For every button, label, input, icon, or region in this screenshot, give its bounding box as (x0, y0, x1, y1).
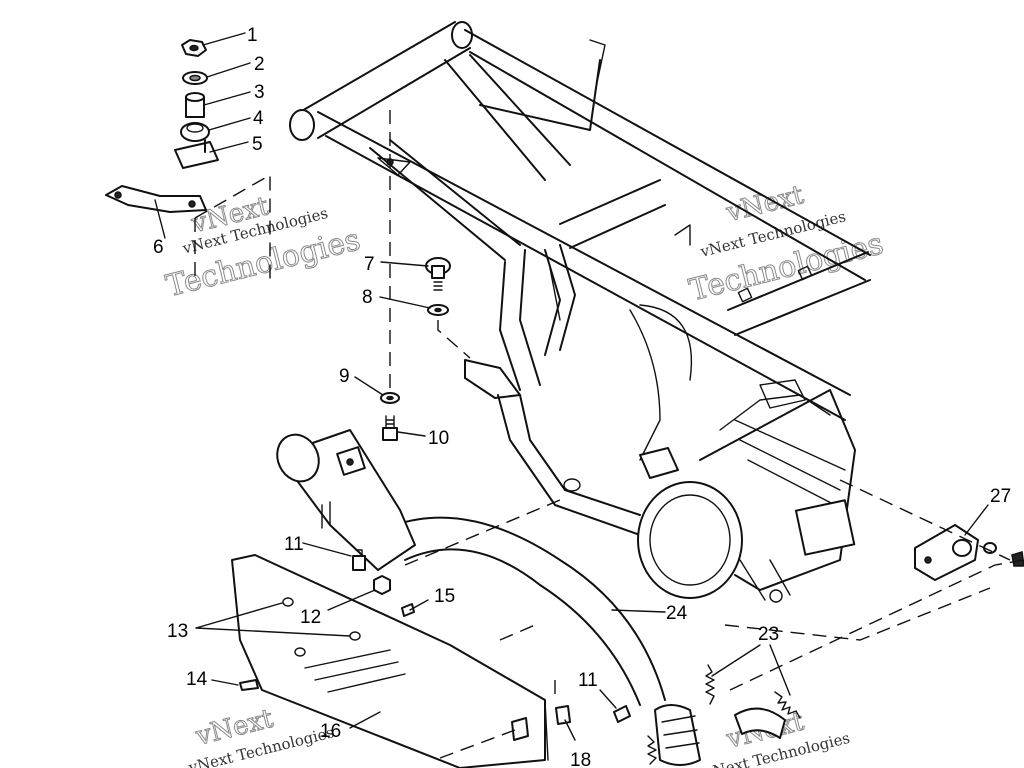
callout-7: 7 (364, 254, 375, 275)
pipe-end-coupler (654, 704, 701, 766)
callout-4: 4 (253, 108, 264, 129)
shield-hole (294, 647, 306, 657)
callout-11: 11 (284, 534, 304, 555)
callout-14: 14 (186, 669, 208, 690)
callout-1: 1 (247, 25, 258, 46)
exhaust-pipe (394, 516, 701, 766)
callout-13: 13 (167, 621, 188, 642)
watermark-top-left: vNext vNext Technologies Technologies (162, 191, 364, 305)
exhaust-springs (647, 664, 801, 765)
callout-11-lower: 11 (578, 670, 598, 691)
part-10-bolt (382, 427, 398, 441)
callout-16: 16 (320, 721, 341, 742)
part-17-nut (511, 717, 529, 741)
callout-2: 2 (254, 54, 265, 75)
callout-10: 10 (428, 428, 449, 449)
callout-23: 23 (758, 624, 779, 645)
callout-15: 15 (434, 586, 455, 607)
callout-27: 27 (990, 486, 1011, 507)
mount-hardware-lower (380, 257, 451, 441)
spring-clamp (734, 707, 786, 739)
leader-lines (154, 32, 989, 741)
recoil-starter (637, 481, 743, 599)
shield-hole (282, 597, 294, 607)
callout-12: 12 (300, 607, 321, 628)
part-11-bolt-lower (613, 705, 631, 723)
part-12-nut (373, 575, 391, 595)
heat-shield (231, 554, 549, 768)
part-5-bracket (174, 141, 219, 169)
callout-5: 5 (252, 134, 263, 155)
part-27-flange (914, 524, 979, 581)
callout-18: 18 (570, 750, 591, 768)
callout-labels: 1 2 3 4 5 6 7 8 9 10 11 12 13 14 15 16 1… (153, 25, 1011, 768)
callout-9: 9 (339, 366, 350, 387)
part-6-strap (105, 185, 207, 213)
part-14-screw (239, 679, 259, 691)
starter-handle (639, 447, 679, 479)
part-11-bolt (352, 555, 366, 571)
callout-8: 8 (362, 287, 373, 308)
callout-3: 3 (254, 82, 265, 103)
part-18-clamp (555, 705, 571, 725)
callout-6: 6 (153, 237, 164, 258)
mount-hardware-stack (105, 39, 219, 213)
exhaust-flange (914, 524, 1024, 581)
assembly-lines (194, 110, 1024, 759)
callout-24: 24 (666, 603, 688, 624)
part-23-spring (705, 664, 715, 705)
part-15-clip (401, 603, 415, 617)
frame-assembly (289, 21, 871, 536)
engine-assembly (637, 379, 856, 603)
muffler (276, 429, 416, 571)
part-23-spring (774, 691, 801, 719)
shield-hardware (239, 549, 631, 741)
